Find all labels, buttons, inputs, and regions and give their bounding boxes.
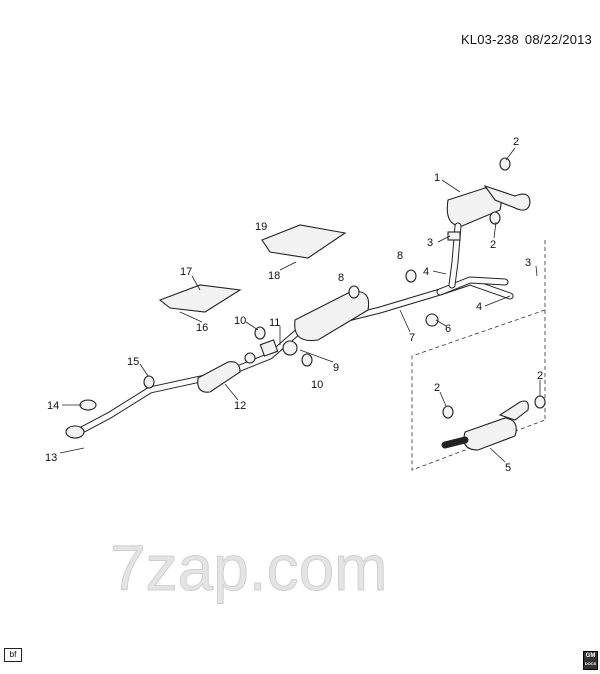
heat-shield-19 xyxy=(261,224,347,259)
callout-7: 7 xyxy=(409,332,415,344)
callout-labels: 1 2 2 3 8 4 3 4 6 7 8 19 18 17 16 10 11 … xyxy=(45,136,543,474)
callout-13: 13 xyxy=(45,452,57,464)
callout-1: 1 xyxy=(434,172,440,184)
callout-12: 12 xyxy=(234,400,246,412)
callout-4: 4 xyxy=(423,266,429,278)
callout-3: 3 xyxy=(525,257,531,269)
callout-6: 6 xyxy=(445,323,451,335)
service-muffler xyxy=(441,400,529,451)
callout-2: 2 xyxy=(490,239,496,251)
watermark: 7zap.com xyxy=(110,532,387,604)
front-resonator xyxy=(197,361,241,393)
callout-10: 10 xyxy=(311,379,323,391)
callout-2: 2 xyxy=(537,370,543,382)
logo-bottom-text: DOCS xyxy=(584,661,597,666)
callout-14: 14 xyxy=(47,400,59,412)
callout-2: 2 xyxy=(434,382,440,394)
callout-15: 15 xyxy=(127,356,139,368)
callout-17: 17 xyxy=(180,266,192,278)
callout-8: 8 xyxy=(338,272,344,284)
diagram-code: KL03-238 xyxy=(460,32,519,47)
callout-5: 5 xyxy=(505,462,511,474)
callout-9: 9 xyxy=(333,362,339,374)
logo-top-text: GM xyxy=(585,653,596,659)
gm-docs-logo: GM DOCS xyxy=(583,651,598,670)
rear-muffler xyxy=(446,184,531,289)
callout-18: 18 xyxy=(268,270,280,282)
group-outline xyxy=(411,240,546,471)
callout-3: 3 xyxy=(427,237,433,249)
leader-lines xyxy=(59,147,541,463)
callout-10: 10 xyxy=(234,315,246,327)
diagram-header: KL03-238 08/22/2013 xyxy=(455,32,592,47)
heat-shield-17 xyxy=(158,284,242,313)
flange-gasket xyxy=(244,339,298,364)
callout-2: 2 xyxy=(513,136,519,148)
callout-19: 19 xyxy=(255,221,267,233)
callout-11: 11 xyxy=(269,317,280,329)
callout-4: 4 xyxy=(476,301,482,313)
insulators xyxy=(143,157,546,419)
illustrator-tag: bf xyxy=(4,648,22,662)
callout-8: 8 xyxy=(397,250,403,262)
callout-16: 16 xyxy=(196,322,208,334)
diagram-date: 08/22/2013 xyxy=(524,32,592,47)
